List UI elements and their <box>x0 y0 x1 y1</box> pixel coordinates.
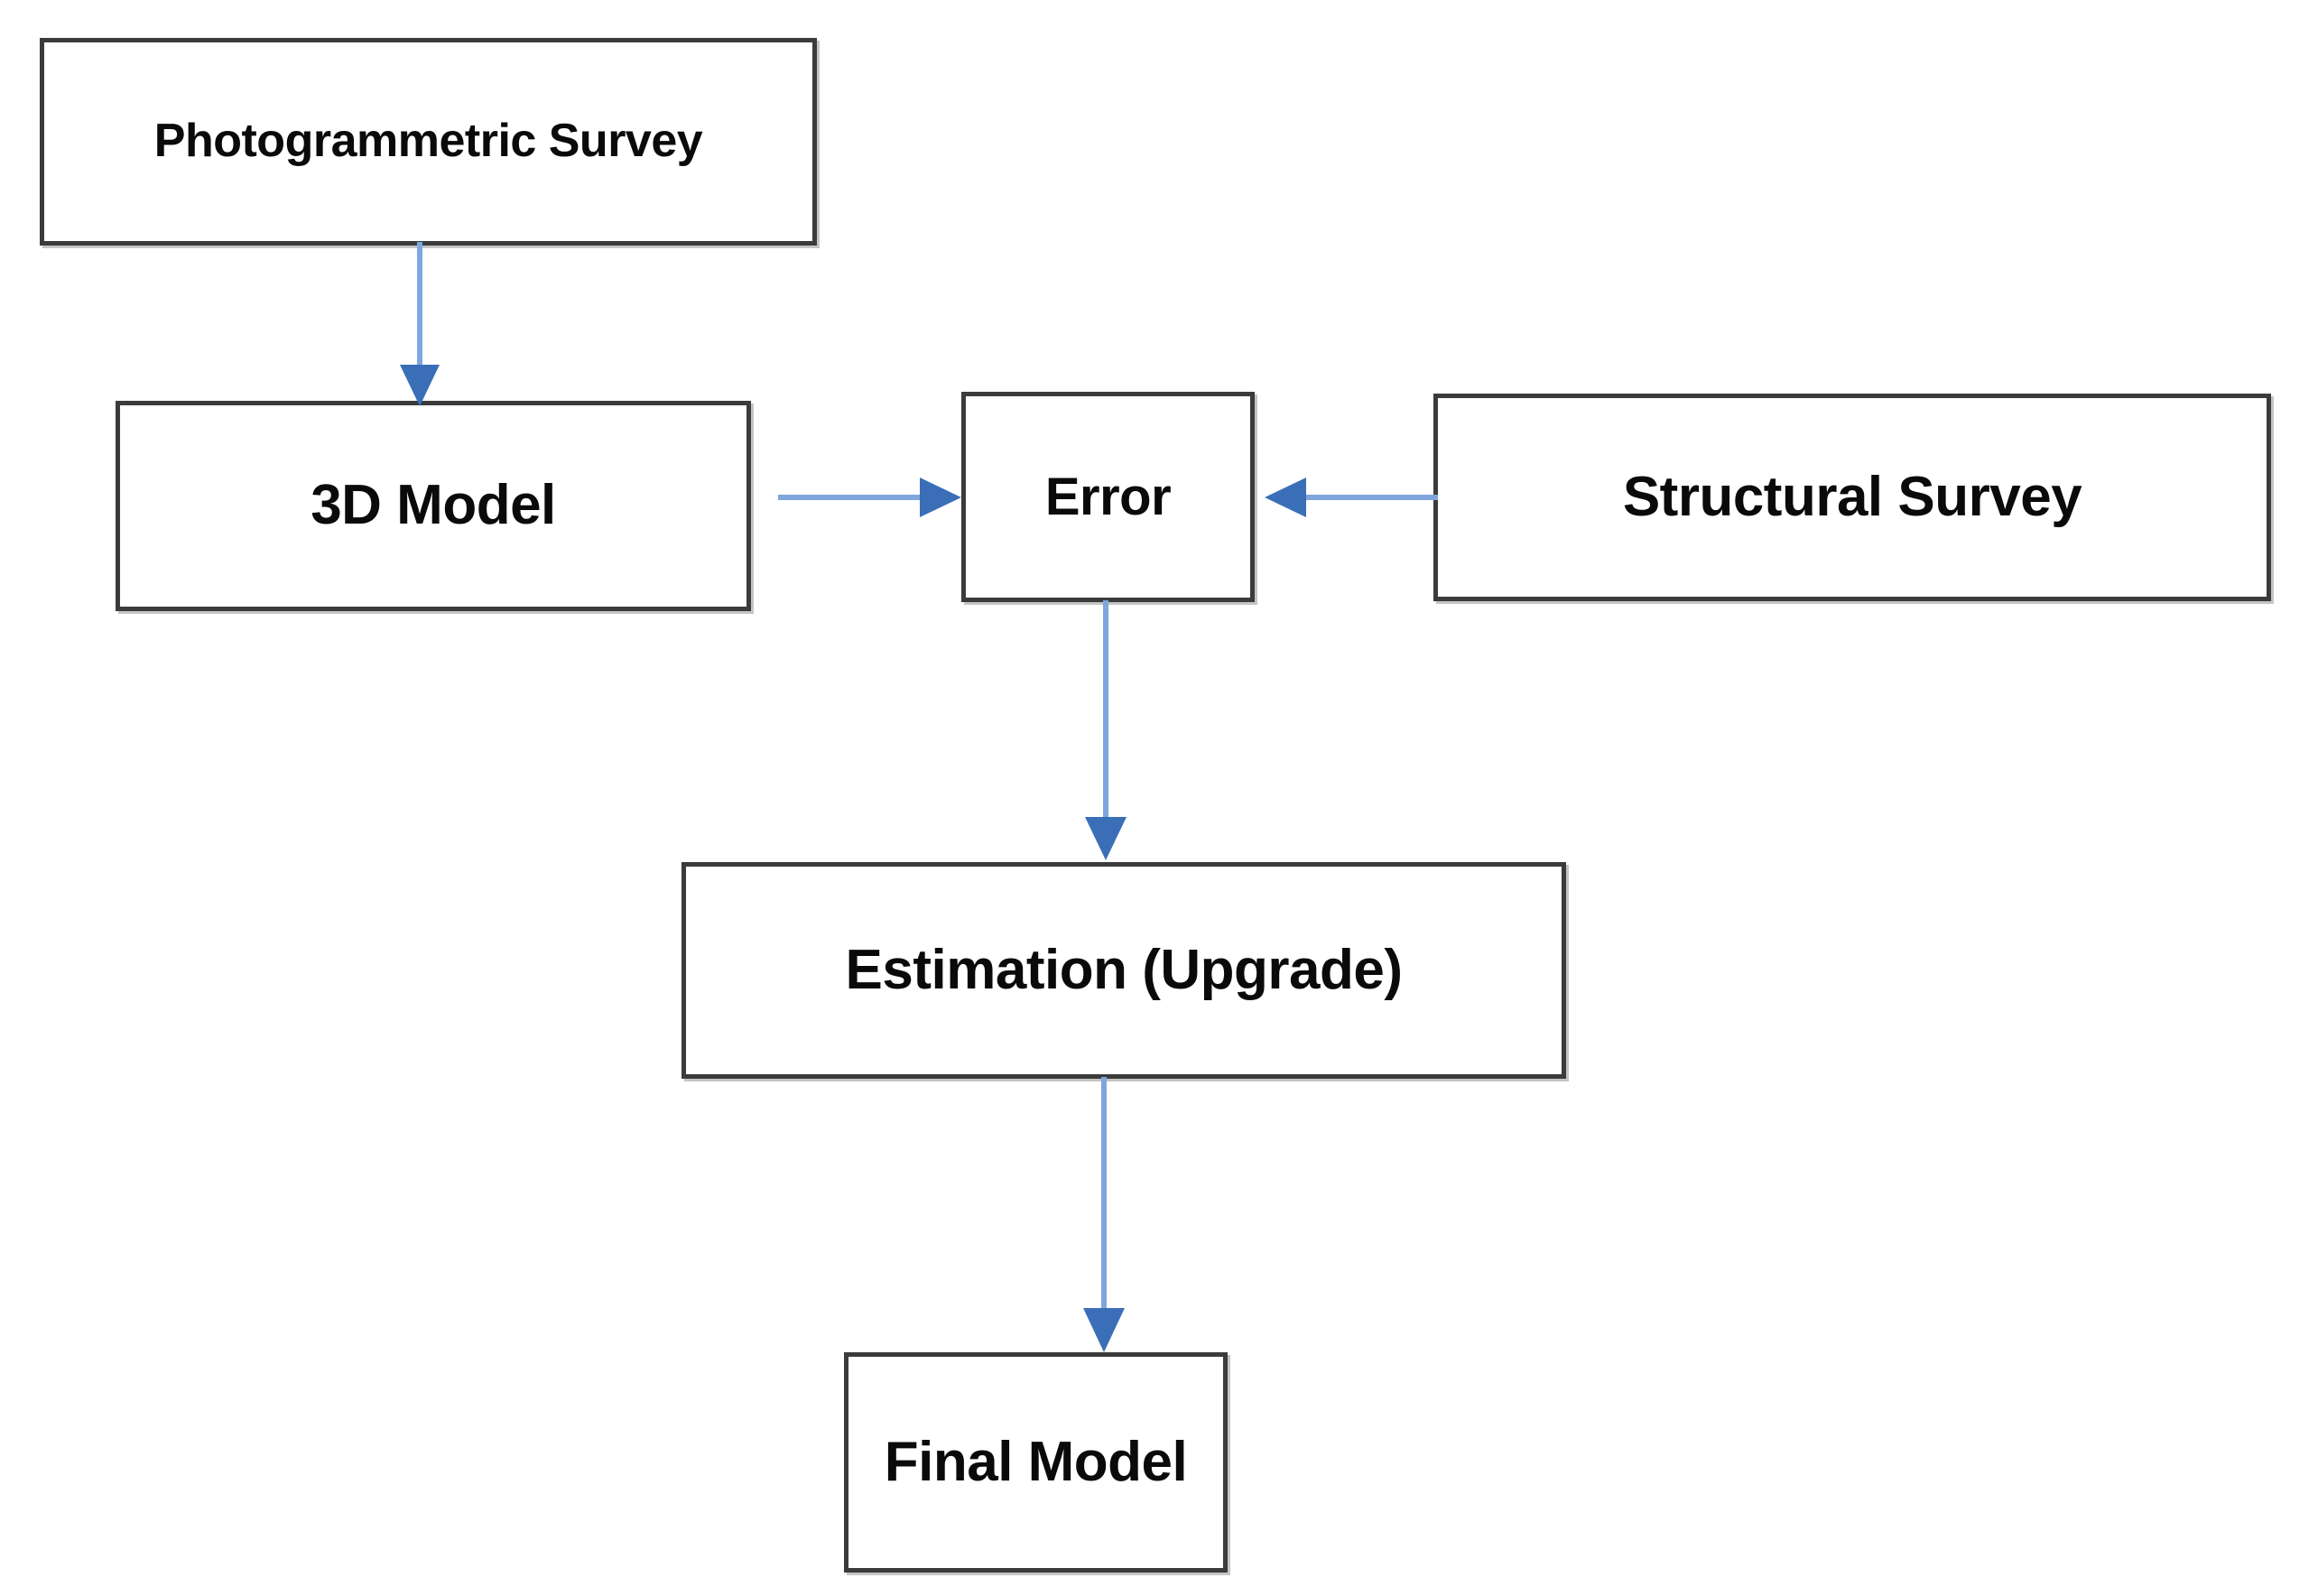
arrow-estimation-upgrade-to-final-model <box>1072 1077 1136 1355</box>
node-estimation-upgrade[interactable]: Estimation (Upgrade) <box>681 862 1566 1079</box>
node-label-structural-survey: Structural Survey <box>1622 465 2082 528</box>
node-structural-survey[interactable]: Structural Survey <box>1433 394 2271 601</box>
node-error[interactable]: Error <box>961 392 1255 602</box>
node-label-error: Error <box>1044 467 1172 526</box>
arrow-head <box>1085 817 1127 860</box>
arrow-head <box>400 365 440 406</box>
arrow-head <box>920 478 961 517</box>
node-photogrammetric-survey[interactable]: Photogrammetric Survey <box>40 38 817 246</box>
arrow-error-to-estimation-upgrade <box>1074 600 1137 862</box>
arrow-3d-model-to-error <box>778 469 972 525</box>
node-label-photogrammetric-survey: Photogrammetric Survey <box>153 115 703 168</box>
node-label-3d-model: 3D Model <box>311 474 556 537</box>
arrow-photogrammetric-survey-to-3d-model <box>388 242 451 409</box>
node-label-estimation-upgrade: Estimation (Upgrade) <box>845 938 1403 1001</box>
node-3d-model[interactable]: 3D Model <box>116 401 751 611</box>
arrow-head <box>1083 1308 1125 1352</box>
node-label-final-model: Final Model <box>884 1430 1188 1493</box>
arrow-structural-survey-to-error <box>1262 469 1438 525</box>
arrow-head <box>1265 478 1306 517</box>
node-final-model[interactable]: Final Model <box>844 1352 1228 1573</box>
